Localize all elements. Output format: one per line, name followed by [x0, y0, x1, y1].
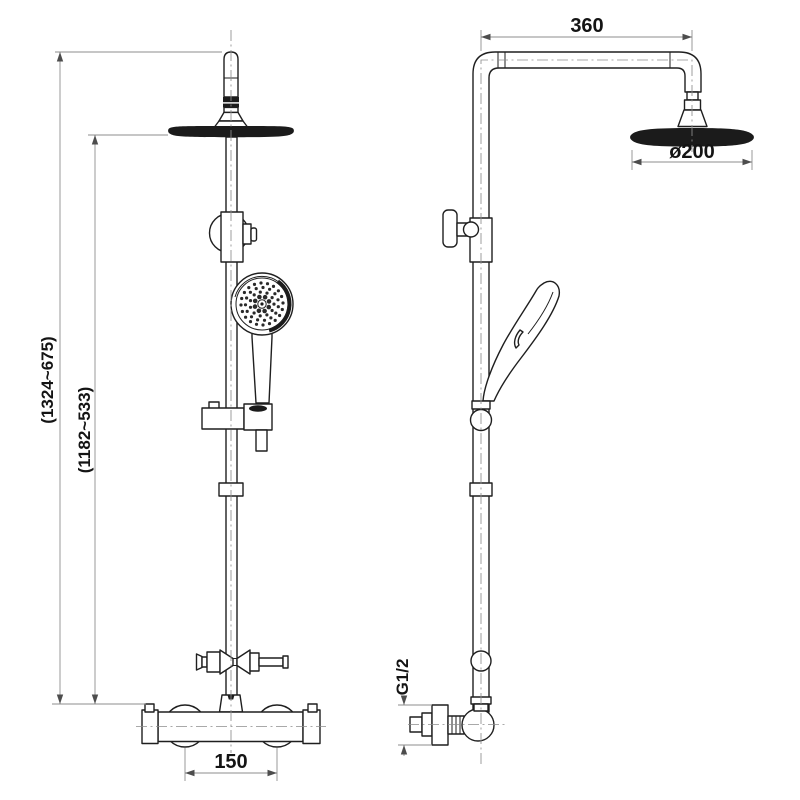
rain-head-disc-side [630, 128, 754, 147]
dim-thread: G1/2 [393, 659, 432, 756]
dim-overall-height: (1324~675) [38, 51, 222, 705]
gooseneck-pipe [472, 51, 702, 713]
dim-label-head-height: (1182~533) [75, 387, 94, 474]
spray-dots [239, 281, 285, 327]
dim-label-arm-length: 360 [570, 15, 603, 37]
slide-holder [201, 401, 273, 452]
mixer-valve [141, 703, 321, 748]
front-view [141, 51, 321, 748]
dim-label-valve-spacing: 150 [214, 751, 247, 773]
dim-head-height: (1182~533) [75, 134, 168, 704]
dim-head-diameter: ø200 [631, 141, 753, 170]
hand-shower-head [230, 272, 294, 336]
dim-arm-length: 360 [480, 15, 693, 51]
hand-shower-handle [251, 330, 273, 404]
dim-label-overall-height: (1324~675) [38, 336, 57, 423]
diverter-valve [195, 649, 289, 675]
dim-label-head-diameter: ø200 [669, 141, 715, 163]
dim-valve-spacing: 150 [184, 748, 278, 781]
centerlines [136, 30, 693, 764]
dim-label-thread: G1/2 [393, 659, 412, 696]
wall-bracket-side [442, 209, 493, 263]
wall-bracket [220, 211, 258, 263]
rain-head-connector [677, 91, 708, 128]
